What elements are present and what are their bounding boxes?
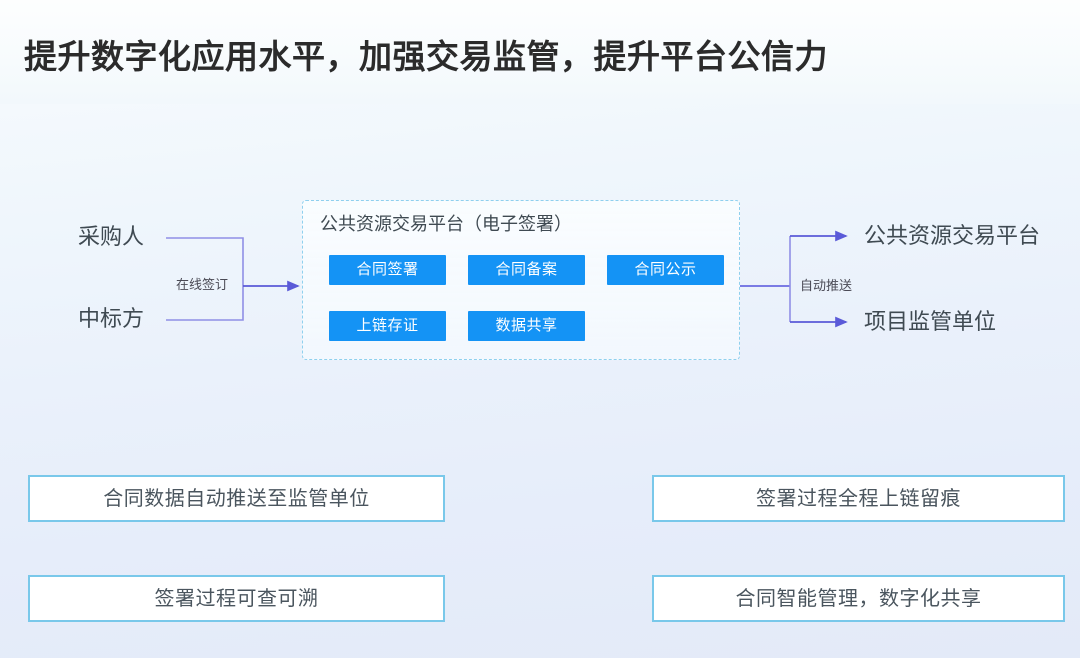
chip-data-sharing[interactable]: 数据共享 [468, 311, 585, 341]
chip-contract-signing[interactable]: 合同签署 [329, 255, 446, 285]
feature-box-4[interactable]: 合同智能管理，数字化共享 [652, 575, 1065, 622]
chip-contract-filing[interactable]: 合同备案 [468, 255, 585, 285]
chip-blockchain-evidence[interactable]: 上链存证 [329, 311, 446, 341]
input-node-1[interactable]: 采购人 [78, 224, 145, 249]
feature-box-2[interactable]: 签署过程全程上链留痕 [652, 475, 1065, 522]
input-connector-label: 在线签订 [176, 277, 229, 292]
output-node-1[interactable]: 公共资源交易平台 [864, 223, 1041, 248]
output-node-2[interactable]: 项目监管单位 [864, 309, 997, 334]
chip-contract-publicity[interactable]: 合同公示 [607, 255, 724, 285]
platform-panel-title: 公共资源交易平台（电子签署） [320, 214, 572, 234]
page-title: 提升数字化应用水平，加强交易监管，提升平台公信力 [24, 38, 828, 75]
header-band [0, 0, 1080, 104]
output-connector-label: 自动推送 [800, 278, 853, 293]
platform-panel: 公共资源交易平台（电子签署） 合同签署 合同备案 合同公示 上链存证 数据共享 [302, 200, 740, 360]
diagram-stage: 采购人 中标方 在线签订 公共资源交易平台（电子签署） 合同签署 合同备案 合同… [0, 104, 1080, 658]
feature-box-1[interactable]: 合同数据自动推送至监管单位 [28, 475, 445, 522]
input-node-2[interactable]: 中标方 [78, 306, 145, 331]
feature-box-3[interactable]: 签署过程可查可溯 [28, 575, 445, 622]
